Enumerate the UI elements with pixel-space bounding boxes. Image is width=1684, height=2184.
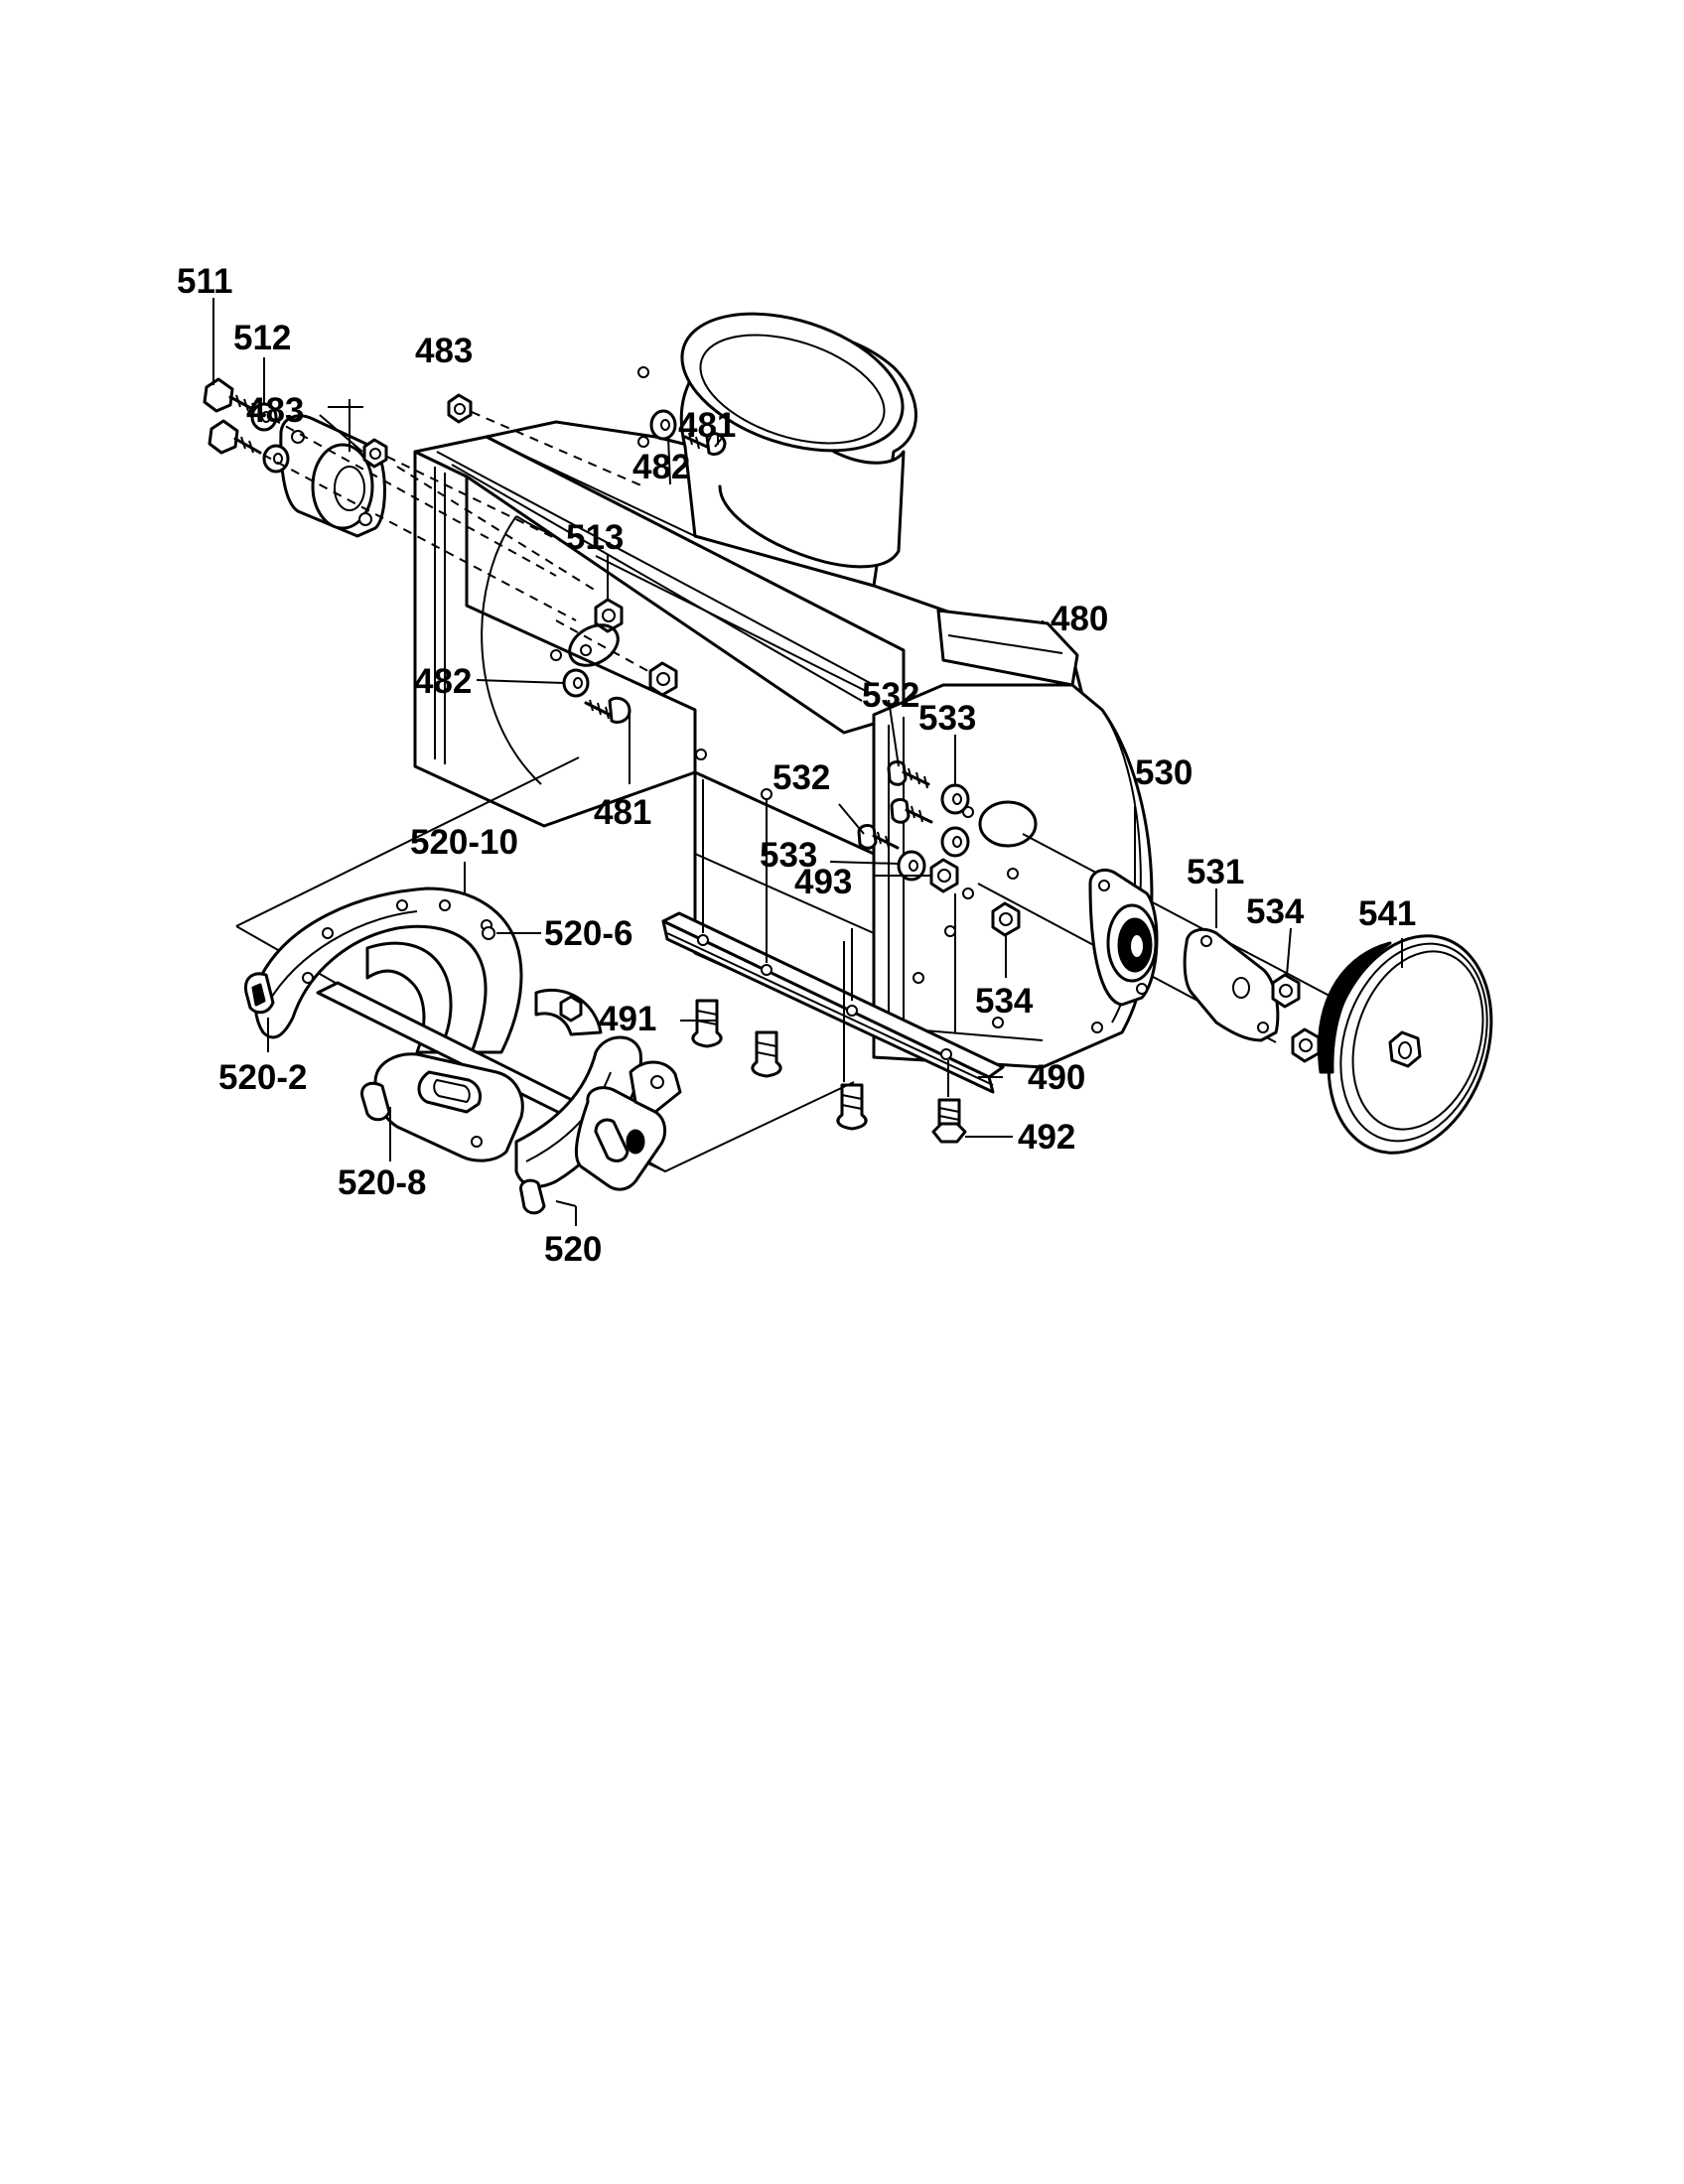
label-481-left: 481 — [594, 793, 651, 832]
leader-lines — [212, 298, 1403, 1226]
auger-housing-480 — [413, 366, 1154, 1069]
hex-bolt-492 — [931, 1098, 967, 1144]
nut-534-housing — [991, 901, 1021, 937]
label-513: 513 — [566, 518, 624, 557]
carriage-bolt-491-b — [751, 1030, 782, 1078]
bolt-511 — [203, 377, 262, 455]
bearing-plate-531 — [1183, 927, 1280, 1042]
label-493: 493 — [794, 863, 852, 901]
label-482-left: 482 — [414, 662, 472, 701]
label-491: 491 — [599, 1000, 656, 1038]
label-483-top: 483 — [415, 332, 473, 370]
label-531: 531 — [1187, 853, 1244, 891]
ring-under-513 — [568, 623, 620, 667]
nut-483-left — [362, 438, 388, 469]
nut-534-top — [1271, 973, 1301, 1009]
label-481-top: 481 — [678, 406, 736, 445]
label-530: 530 — [1135, 753, 1193, 792]
nut-493 — [929, 858, 959, 893]
label-512: 512 — [233, 319, 291, 357]
carriage-bolt-491-a — [691, 999, 723, 1048]
bearing-flange-left — [279, 414, 386, 538]
label-533-top: 533 — [918, 699, 976, 738]
washer-533-mid — [940, 826, 970, 858]
label-483-left: 483 — [246, 391, 304, 430]
label-541: 541 — [1358, 894, 1416, 933]
label-520-2: 520-2 — [218, 1058, 308, 1097]
bolt-532-mid — [890, 797, 933, 824]
nut-right-of-482 — [648, 661, 678, 697]
washer-482-left — [562, 668, 590, 698]
washer-533-bottom — [897, 850, 926, 882]
label-520-8: 520-8 — [338, 1163, 427, 1202]
nut-534-bottom — [1291, 1027, 1321, 1063]
carriage-bolt-491-c — [836, 1083, 868, 1131]
label-482-top: 482 — [632, 448, 690, 486]
label-492: 492 — [1018, 1118, 1075, 1157]
scraper-bar-490 — [661, 911, 1005, 1094]
label-520: 520 — [544, 1230, 602, 1269]
label-533-mid: 533 — [760, 836, 817, 875]
label-532-mid: 532 — [772, 758, 830, 797]
label-511: 511 — [177, 262, 232, 301]
label-532-top: 532 — [862, 676, 919, 715]
chute-ring — [679, 312, 917, 588]
washer-533-top — [940, 783, 970, 815]
label-534-bottom: 534 — [975, 982, 1034, 1021]
bolt-532-top — [887, 759, 930, 789]
label-534-top: 534 — [1246, 892, 1305, 931]
bolt-532-low — [857, 823, 900, 850]
bearing-flange-530 — [1088, 868, 1159, 1007]
label-520-10: 520-10 — [410, 823, 518, 862]
label-520-6: 520-6 — [544, 914, 633, 953]
auger-assembly-520 — [243, 887, 682, 1215]
pulley-541 — [1318, 934, 1493, 1155]
label-490: 490 — [1028, 1058, 1085, 1097]
nut-483-top — [447, 393, 473, 424]
washer-482-top — [649, 409, 677, 441]
label-480: 480 — [1051, 600, 1108, 638]
bolt-481-left — [584, 696, 632, 725]
part-labels: 511 512 483 481 482 483 513 480 482 481 … — [177, 262, 1416, 1269]
